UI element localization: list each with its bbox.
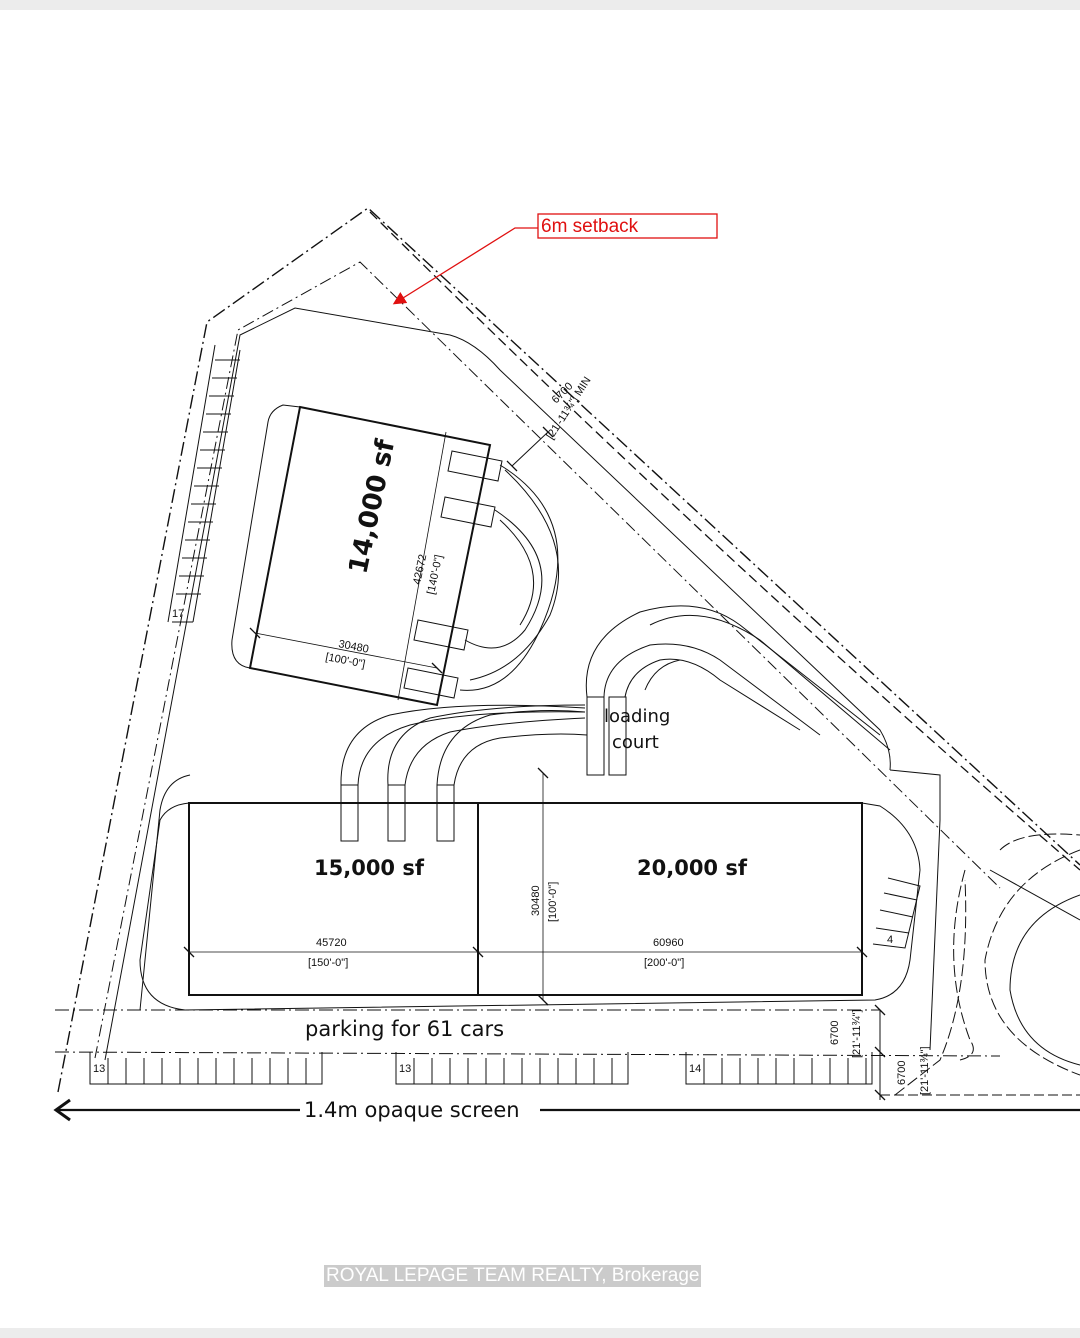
bottom-border bbox=[0, 1328, 1080, 1338]
building-20000-width-mm: 60960 bbox=[653, 937, 684, 949]
building-14000 bbox=[231, 404, 560, 707]
building-20000-depth-ft: [100'-0"] bbox=[547, 882, 559, 922]
drive2-dim-ft: [21'-11¾"] bbox=[919, 1046, 931, 1095]
building-14000-width-mm: 30480 bbox=[337, 638, 369, 656]
east-parking-stalls bbox=[872, 877, 921, 949]
drive-dim-mm: 6700 bbox=[829, 1021, 841, 1045]
building-14000-area: 14,000 sf bbox=[344, 436, 402, 576]
setback-callout-text: 6m setback bbox=[541, 216, 639, 237]
stall-count-south-2: 13 bbox=[399, 1063, 411, 1075]
setback-line bbox=[94, 261, 1001, 1059]
building-20000-depth-mm: 30480 bbox=[530, 885, 542, 916]
drive-dim-ft: [21'-11¾"] bbox=[851, 1009, 863, 1058]
setback-callout-arrow bbox=[392, 227, 538, 305]
stall-count-east: 4 bbox=[887, 934, 893, 946]
building-20000-width-ft: [200'-0"] bbox=[644, 957, 684, 969]
building-15000-area: 15,000 sf bbox=[314, 856, 425, 880]
west-parking-stalls bbox=[167, 344, 241, 623]
brokerage-watermark: ROYAL LEPAGE TEAM REALTY, Brokerage bbox=[324, 1265, 702, 1287]
stall-count-south-3: 14 bbox=[689, 1063, 701, 1075]
drive-aisle-lines bbox=[54, 1004, 1080, 1101]
truck-turning-paths bbox=[340, 704, 588, 842]
loading-court-label-1: loading bbox=[604, 706, 670, 727]
loading-court bbox=[585, 605, 891, 776]
building-14000-depth-mm: 42672 bbox=[411, 553, 429, 585]
stall-count-south-1: 13 bbox=[93, 1063, 105, 1075]
parking-label: parking for 61 cars bbox=[305, 1017, 504, 1041]
building-15000-width-ft: [150'-0"] bbox=[308, 957, 348, 969]
east-road-curves bbox=[894, 833, 1080, 1096]
building-15000-width-mm: 45720 bbox=[316, 937, 347, 949]
south-parking-row-1 bbox=[89, 1052, 323, 1085]
building-35000-block bbox=[139, 767, 921, 1011]
property-line bbox=[57, 207, 1080, 1093]
setback-dim-line bbox=[511, 431, 549, 467]
stall-count-west: 17 bbox=[172, 608, 184, 620]
south-parking-row-2 bbox=[395, 1052, 629, 1085]
top-border bbox=[0, 0, 1080, 10]
loading-court-label-2: court bbox=[612, 732, 659, 753]
opaque-screen-label: 1.4m opaque screen bbox=[304, 1098, 520, 1122]
building-20000-area: 20,000 sf bbox=[637, 856, 748, 880]
south-parking-row-3 bbox=[685, 1052, 873, 1085]
setback-callout-box bbox=[537, 213, 718, 239]
drive2-dim-mm: 6700 bbox=[896, 1061, 908, 1085]
paving-outline bbox=[104, 307, 941, 1061]
road-edge-line bbox=[369, 211, 1080, 871]
opaque-screen-line bbox=[53, 1098, 1080, 1122]
